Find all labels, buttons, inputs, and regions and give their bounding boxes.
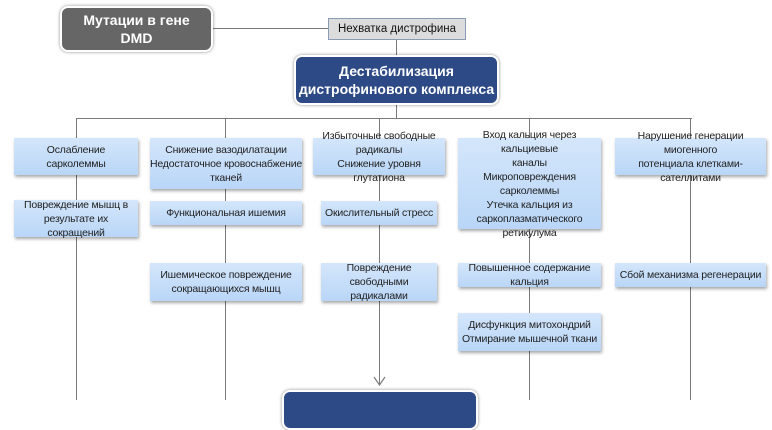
text-line: ретикулума — [502, 226, 557, 239]
connector-col1 — [76, 118, 77, 400]
effect-box-oxidative-stress: Окислительный стресс — [321, 201, 437, 225]
gene-mutation-line1: Мутации в гене — [83, 12, 190, 28]
text-line: Функциональная ишемия — [166, 207, 286, 219]
text-line: Ишемическое повреждение — [160, 269, 292, 281]
text-line: Недостаточное кровоснабжение — [150, 157, 302, 170]
destabilization-node: Дестабилизация дистрофинового комплекса — [294, 55, 499, 105]
text-line: Окислительный стресс — [324, 207, 433, 219]
text-line: сарколеммы — [46, 157, 106, 170]
effect-box-ischemic-damage: Ишемическое повреждение сокращающихся мыш… — [150, 263, 302, 301]
connector-col4 — [529, 118, 530, 400]
text-line: Повреждение — [346, 262, 412, 274]
connector-col3 — [379, 118, 380, 384]
destabilization-line1: Дестабилизация — [339, 63, 454, 79]
text-line: саркоплазматического — [476, 212, 583, 225]
text-line: Утечка кальция из — [486, 198, 573, 211]
text-line: сокращающихся мышц — [171, 283, 281, 295]
connector-gene-to-deficit — [212, 28, 330, 29]
text-line: Ослабление — [46, 143, 106, 156]
text-line: потенциала клетками-сателлитами — [638, 157, 743, 184]
effect-box-elevated-calcium: Повышенное содержание кальция — [458, 262, 601, 288]
text-line: Снижение вазодилатации — [165, 143, 287, 156]
dystrophin-deficit-node: Нехватка дистрофина — [328, 18, 466, 40]
text-line: Отмирание мышечной ткани — [461, 333, 598, 345]
text-line: Вход кальция через кальциевые — [482, 128, 577, 155]
text-line: Повышенное содержание кальция — [468, 262, 591, 288]
text-line: результате их сокращений — [43, 212, 109, 239]
text-line: Повреждение мышц в — [23, 198, 129, 211]
text-line: Снижение уровня глутатиона — [337, 157, 421, 184]
connector-col2 — [225, 118, 226, 400]
text-line: Сбой механизма регенерации — [619, 269, 762, 281]
text-line: каналы — [512, 156, 547, 169]
connector-deficit-to-destab — [396, 38, 397, 58]
text-line: Избыточные свободные радикалы — [322, 129, 436, 156]
text-line: свободными радикалами — [349, 276, 409, 302]
arrow-down-icon — [373, 376, 386, 386]
destabilization-line2: дистрофинового комплекса — [298, 81, 495, 97]
text-line: Дисфункция митохондрий — [468, 319, 591, 331]
connector-col5 — [690, 118, 691, 400]
gene-mutation-line2: DMD — [120, 30, 153, 46]
connector-destab-down — [396, 104, 397, 118]
effect-box-regeneration-failure: Сбой механизма регенерации — [615, 263, 766, 287]
bottom-outcome-node — [282, 390, 478, 430]
effect-box-functional-ischemia: Функциональная ишемия — [150, 201, 302, 225]
text-line: тканей — [210, 171, 242, 184]
dystrophin-deficit-label: Нехватка дистрофина — [337, 23, 457, 35]
text-line: Нарушение генерации миогенного — [637, 129, 744, 156]
effect-box-free-radical-damage: Повреждение свободными радикалами — [321, 262, 437, 302]
text-line: Микроповреждения сарколеммы — [483, 170, 576, 197]
connector-horizontal-bus — [76, 118, 692, 119]
